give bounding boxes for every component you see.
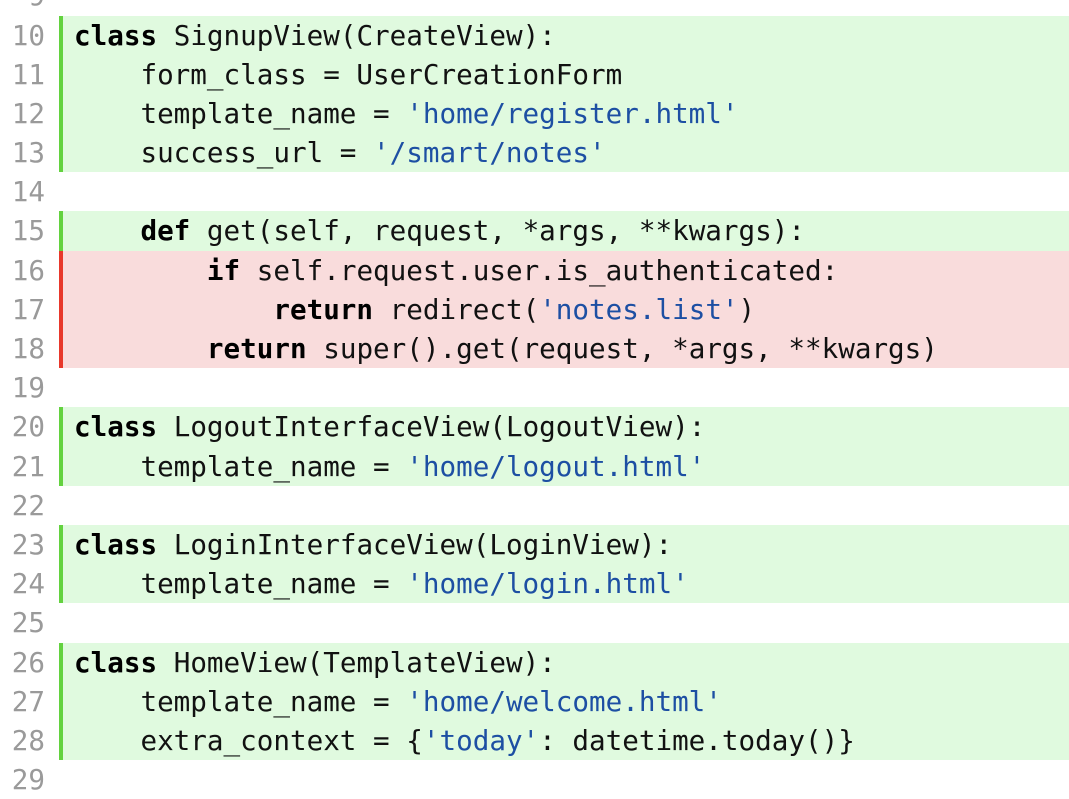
code-token: get(self, request, *args, **kwargs): [206,214,805,248]
line-number: 28 [11,723,45,757]
line-number: 22 [11,488,45,522]
diff-line-added: 27 template_name = 'home/welcome.html' [0,681,1069,721]
line-number: 23 [11,527,45,561]
code-token [74,214,140,247]
line-code: class LoginInterfaceView(LoginView): [59,524,1069,565]
line-number: 20 [11,410,45,444]
line-code: if self.request.user.is_authenticated: [59,250,1069,290]
line-code [59,368,1069,407]
line-code: form_class = UserCreationForm [59,54,1069,94]
string-token: 'home/logout.html' [406,449,706,483]
line-number: 13 [11,136,45,170]
line-code [59,603,1069,642]
keyword-token: class [74,645,158,679]
line-number: 10 [11,18,45,52]
line-code: return super().get(request, *args, **kwa… [59,329,1069,369]
diff-line-added: 23 class LoginInterfaceView(LoginView): [0,524,1069,565]
code-token [74,332,207,365]
line-number: 15 [11,214,45,248]
diff-line-removed: 17 return redirect('notes.list') [0,289,1069,329]
diff-line-context: 29 [0,760,1069,799]
line-code: template_name = 'home/register.html' [59,93,1069,134]
diff-line-context: 19 [0,368,1069,407]
diff-line-added: 20 class LogoutInterfaceView(LogoutView): [0,407,1069,447]
keyword-token: if [206,253,241,287]
line-code: template_name = 'home/logout.html' [59,446,1069,486]
keyword-token: def [140,214,191,248]
diff-line-added: 15 def get(self, request, *args, **kwarg… [0,211,1069,251]
line-code [59,760,1069,799]
code-token: template_name = [74,449,407,483]
code-token: template_name = [74,684,407,718]
code-token: super().get(request, *args, **kwargs) [323,332,938,365]
code-token: ) [738,292,756,326]
string-token: 'home/register.html' [406,96,739,130]
diff-line-added: 21 template_name = 'home/logout.html' [0,446,1069,486]
keyword-token: class [74,18,158,52]
string-token: 'home/login.html' [406,567,689,601]
code-token: self.request.user.is_authenticated: [256,253,839,287]
line-code: def get(self, request, *args, **kwargs): [59,211,1069,251]
line-number: 21 [11,449,45,483]
diff-line-context: 22 [0,486,1069,525]
line-code: class SignupView(CreateView): [59,15,1069,55]
line-number: 18 [11,332,45,365]
line-code [59,486,1069,525]
diff-line-added: 26 class HomeView(TemplateView): [0,642,1069,682]
code-token: template_name = [74,96,407,130]
line-code: success_url = '/smart/notes' [59,133,1069,173]
keyword-token: class [74,410,158,444]
string-token: 'notes.list' [539,292,739,326]
line-number: 9 [0,0,45,16]
line-code [59,0,1069,16]
diff-line-context: 25 [0,603,1069,642]
keyword-token: return [206,332,307,365]
line-code [59,172,1069,211]
string-token: '/smart/notes' [373,136,606,170]
diff-line-added: 11 form_class = UserCreationForm [0,54,1069,94]
string-token: 'today' [422,723,540,757]
line-number: 17 [11,292,45,326]
code-token: HomeView(TemplateView): [173,645,556,679]
line-number: 26 [11,645,45,679]
string-token: 'home/welcome.html' [406,684,722,718]
line-number: 11 [11,57,45,91]
diff-line-added: 12 template_name = 'home/register.html' [0,93,1069,134]
diff-line-context: 14 [0,172,1069,211]
diff-line-added: 24 template_name = 'home/login.html' [0,564,1069,604]
code-token: LogoutInterfaceView(LogoutView): [173,410,706,444]
line-code: class LogoutInterfaceView(LogoutView): [59,407,1069,447]
diff-line-removed: 16 if self.request.user.is_authenticated… [0,250,1069,290]
keyword-token: return [273,292,374,326]
code-token: redirect( [389,292,540,326]
diff-line-added: 13 success_url = '/smart/notes' [0,133,1069,173]
line-number: 24 [11,567,45,601]
line-code: class HomeView(TemplateView): [59,642,1069,682]
diff-line-context: 9 [0,0,1069,16]
code-token: : datetime.today()} [539,723,855,757]
diff-line-added: 28 extra_context = {'today': datetime.to… [0,720,1069,761]
line-code: template_name = 'home/welcome.html' [59,681,1069,721]
code-token: form_class = UserCreationForm [74,57,623,91]
line-number: 27 [11,684,45,718]
diff-line-removed: 18 return super().get(request, *args, **… [0,329,1069,369]
line-number: 12 [11,96,45,130]
line-number: 16 [11,253,45,287]
line-code: template_name = 'home/login.html' [59,564,1069,604]
line-number: 29 [11,763,45,797]
code-token: template_name = [74,567,407,601]
line-code: extra_context = {'today': datetime.today… [59,720,1069,761]
line-number: 19 [11,371,45,405]
code-token: extra_context = { [74,723,423,757]
keyword-token: class [74,527,158,561]
code-token [74,254,207,287]
code-token: success_url = [74,136,374,170]
code-token [74,293,273,326]
code-token: SignupView(CreateView): [173,18,556,52]
line-code: return redirect('notes.list') [59,289,1069,329]
line-number: 14 [11,175,45,209]
line-number: 25 [11,606,45,640]
diff-line-added: 10 class SignupView(CreateView): [0,15,1069,55]
code-token: LoginInterfaceView(LoginView): [173,527,673,561]
